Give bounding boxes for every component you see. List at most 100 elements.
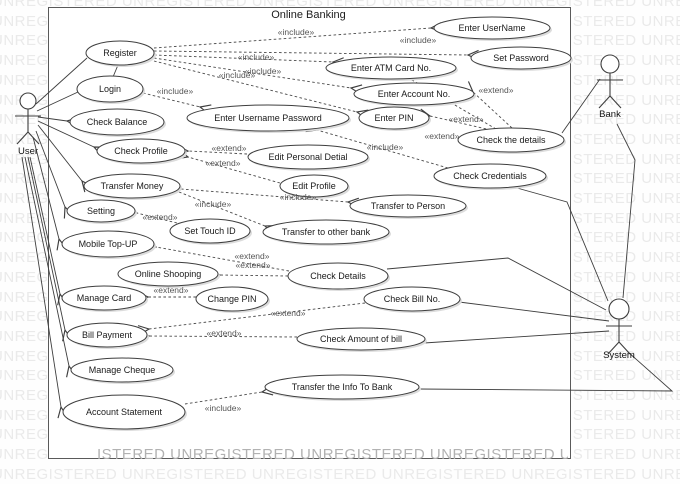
- usecase-label: Check the details: [476, 135, 546, 145]
- usecase-change-pin: Change PIN: [195, 286, 270, 313]
- association-user-check-profile: [37, 120, 94, 147]
- usecase-ellipse: [83, 173, 181, 199]
- stereotype-label-extend: «extend»: [206, 158, 241, 168]
- usecase-ellipse: [117, 261, 219, 287]
- usecase-check-credentials: Check Credentials: [433, 163, 548, 190]
- usecase-transfer-to-person: Transfer to Person: [349, 194, 468, 219]
- usecase-label: Account Statement: [86, 407, 163, 417]
- usecase-set-password: Set Password: [470, 46, 573, 71]
- usecase-ellipse: [186, 104, 350, 132]
- usecase-enter-username-password: Enter Username Password: [186, 104, 351, 133]
- association-user-check-balance: [37, 116, 67, 121]
- usecase-label: Online Shooping: [135, 269, 202, 279]
- usecase-label: Transfer the Info To Bank: [292, 382, 393, 392]
- association-check-credentials-system: [516, 187, 609, 302]
- usecase-ellipse: [296, 327, 426, 351]
- usecase-ellipse: [363, 286, 461, 312]
- association-user-mobile-top-up: [32, 136, 59, 239]
- stereotype-label-extend: «extend»: [143, 212, 178, 222]
- usecase-label: Transfer to other bank: [282, 227, 371, 237]
- usecase-edit-profile: Edit Profile: [279, 174, 350, 199]
- dependency-transfer-money-transfer-to-other-bank: [178, 191, 265, 226]
- stereotype-label-extend: «extend»: [271, 308, 306, 318]
- dependency-check-the-details-enter-pin: [430, 116, 492, 131]
- stereotype-label-extend: «extend»: [449, 114, 484, 124]
- usecase-ellipse: [279, 174, 349, 198]
- watermark-text: UNREGISTERED UNREGISTERED UNREGISTERED U…: [0, 465, 680, 483]
- usecase-manage-cheque: Manage Cheque: [70, 357, 175, 384]
- usecase-transfer-to-other-bank: Transfer to other bank: [262, 219, 391, 246]
- association-user-register: [35, 57, 88, 105]
- watermark-dark-strip: ISTERED UNREGISTERED UNREGISTERED UNREGI…: [97, 448, 568, 462]
- dependency-register-set-password: [153, 51, 468, 55]
- usecase-transfer-money: Transfer Money: [83, 173, 182, 200]
- usecase-label: Transfer Money: [101, 181, 164, 191]
- usecase-ellipse: [195, 286, 269, 312]
- dependency-register-enter-username: [153, 28, 431, 49]
- usecase-label: Edit Profile: [292, 181, 336, 191]
- usecase-online-shooping: Online Shooping: [117, 261, 220, 288]
- usecase-set-touch-id: Set Touch ID: [169, 218, 252, 245]
- usecase-ellipse: [358, 106, 430, 130]
- association-user-transfer-money: [37, 124, 82, 181]
- stereotype-label-extend: «extend»: [425, 131, 460, 141]
- association-user-manage-cheque: [24, 156, 69, 366]
- usecase-label: Enter Username Password: [214, 113, 322, 123]
- stereotype-label-include: «include»: [219, 70, 256, 80]
- usecase-ellipse: [262, 219, 390, 245]
- usecase-label: Check Credentials: [453, 171, 527, 181]
- dependency-check-details-mobile-top-up: [156, 247, 290, 272]
- usecase-label: Enter Account No.: [378, 89, 451, 99]
- stereotype-label-extend: «extend»: [207, 328, 242, 338]
- usecase-label: Check Amount of bill: [320, 334, 402, 344]
- usecase-ellipse: [353, 82, 475, 106]
- actor-user: User: [15, 92, 41, 157]
- usecase-edit-personal-detial: Edit Personal Detial: [247, 144, 370, 171]
- usecase-check-details: Check Details: [287, 262, 390, 291]
- usecase-account-statement: Account Statement: [62, 394, 187, 431]
- stereotype-label-include: «include»: [245, 66, 282, 76]
- stereotype-label-extend: «extend»: [154, 285, 189, 295]
- association-user-setting: [35, 130, 65, 207]
- usecase-ellipse: [61, 230, 155, 258]
- usecase-check-bill-no: Check Bill No.: [363, 286, 462, 313]
- usecase-enter-pin: Enter PIN: [358, 106, 431, 131]
- usecase-ellipse: [264, 374, 420, 400]
- association-user-bill-payment: [27, 156, 65, 330]
- usecase-label: Check Profile: [114, 146, 168, 156]
- association-register-login: [112, 64, 119, 78]
- usecase-label: Set Password: [493, 53, 549, 63]
- usecase-label: Register: [103, 48, 137, 58]
- usecase-ellipse: [76, 75, 144, 103]
- actor-label: User: [18, 146, 38, 157]
- usecase-register: Register: [85, 40, 156, 67]
- association-user-login: [36, 91, 79, 112]
- usecase-label: Setting: [87, 206, 115, 216]
- actor-bank: Bank: [597, 54, 623, 120]
- association-check-details-system: [386, 257, 607, 311]
- usecase-label: Manage Cheque: [89, 365, 156, 375]
- usecase-ellipse: [61, 285, 147, 311]
- stereotype-label-include: «include»: [205, 403, 242, 413]
- usecase-ellipse: [470, 46, 572, 70]
- association-bank-check-the-details: [561, 78, 601, 134]
- usecase-label: Bill Payment: [82, 330, 133, 340]
- usecase-ellipse: [70, 357, 174, 383]
- usecase-ellipse: [349, 194, 467, 218]
- association-check-bill-no-system: [458, 301, 610, 322]
- usecase-label: Enter ATM Card No.: [351, 63, 431, 73]
- usecase-check-profile: Check Profile: [96, 138, 187, 165]
- usecase-bill-payment: Bill Payment: [66, 322, 149, 349]
- dependency-check-details-online-shooping: [220, 275, 289, 276]
- usecase-ellipse: [69, 108, 165, 136]
- usecase-label: Manage Card: [77, 293, 132, 303]
- stereotype-labels: «include»«include»«include»«include»«inc…: [143, 27, 514, 413]
- usecase-enter-atm-card-no: Enter ATM Card No.: [325, 56, 458, 81]
- usecase-label: Edit Personal Detial: [268, 152, 347, 162]
- usecase-ellipse: [247, 144, 369, 170]
- dependency-set-touch-id-setting: [137, 213, 178, 224]
